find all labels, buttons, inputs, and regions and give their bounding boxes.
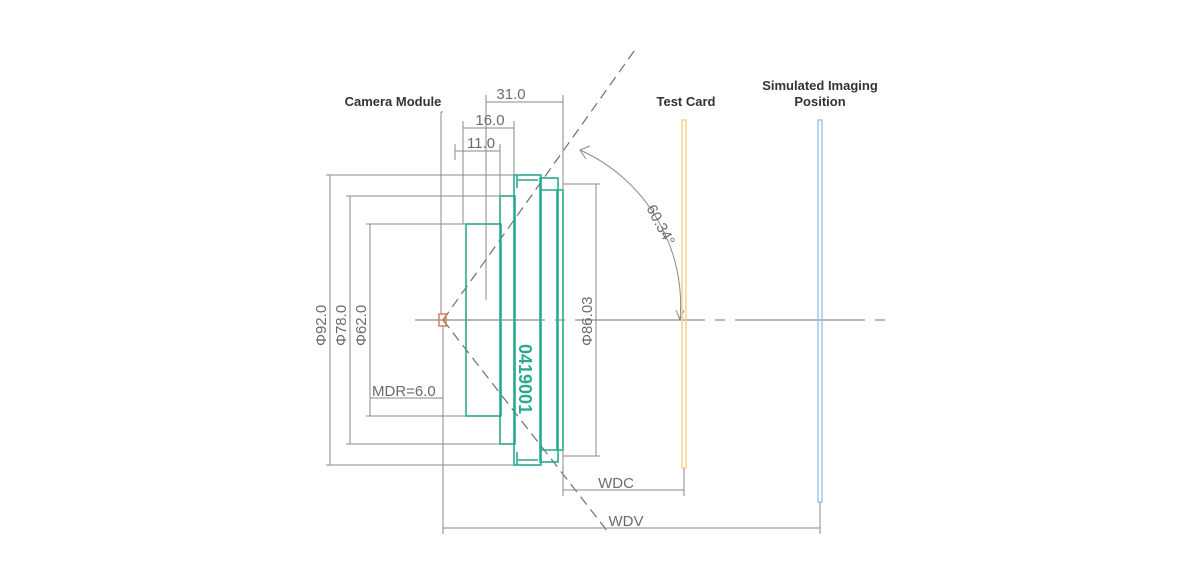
camera-module-label: Camera Module <box>345 94 442 109</box>
lens-front-face <box>556 189 564 451</box>
dim-diameter-92-label: Φ92.0 <box>313 305 330 346</box>
camera-module-leader <box>440 111 443 314</box>
dim-wdv-label: WDV <box>609 513 644 530</box>
dim-length-16-label: 16.0 <box>475 112 504 129</box>
dim-diameter-86: Φ86.03 <box>563 183 600 457</box>
lens-serial: 0419001 <box>515 344 535 414</box>
dim-diameter-62-label: Φ62.0 <box>353 305 370 346</box>
dim-length-16: 16.0 <box>462 112 515 224</box>
test-card-label: Test Card <box>657 94 716 109</box>
simulated-imaging-label-line2: Position <box>794 94 845 109</box>
dim-diameter-78-label: Φ78.0 <box>333 305 350 346</box>
dim-length-31-label: 31.0 <box>496 86 525 103</box>
dim-length-31: 31.0 <box>485 86 564 300</box>
fov-angle-arc <box>579 149 682 321</box>
arc-arrow-start <box>579 145 591 160</box>
angle-label: 60.34° <box>642 202 677 248</box>
dim-mdr-label: MDR=6.0 <box>372 383 436 400</box>
lens-main-barrel <box>513 174 542 466</box>
dim-diameter-78: Φ78.0 <box>333 195 500 445</box>
dim-length-11: 11.0 <box>454 135 501 196</box>
dim-diameter-86-label: Φ86.03 <box>579 296 596 346</box>
dim-diameter-62: Φ62.0 <box>353 223 466 417</box>
simulated-imaging-label-line1: Simulated Imaging <box>762 78 878 93</box>
test-card-plane <box>681 119 687 469</box>
dim-wdc-label: WDC <box>598 475 634 492</box>
dim-wdv: WDV <box>442 326 821 534</box>
dim-diameter-92: Φ92.0 <box>313 174 514 466</box>
dim-wdc: WDC <box>562 450 685 496</box>
lens-middle-barrel <box>499 195 516 445</box>
dim-mdr: MDR=6.0 <box>370 330 444 404</box>
lens-front-ring <box>539 177 559 463</box>
lens-body: 0419001 <box>465 174 564 466</box>
fov-ray-lower <box>442 319 609 533</box>
simulated-imaging-plane <box>817 119 823 503</box>
lens-rear-mount <box>465 223 502 417</box>
dim-length-11-label: 11.0 <box>467 135 495 152</box>
